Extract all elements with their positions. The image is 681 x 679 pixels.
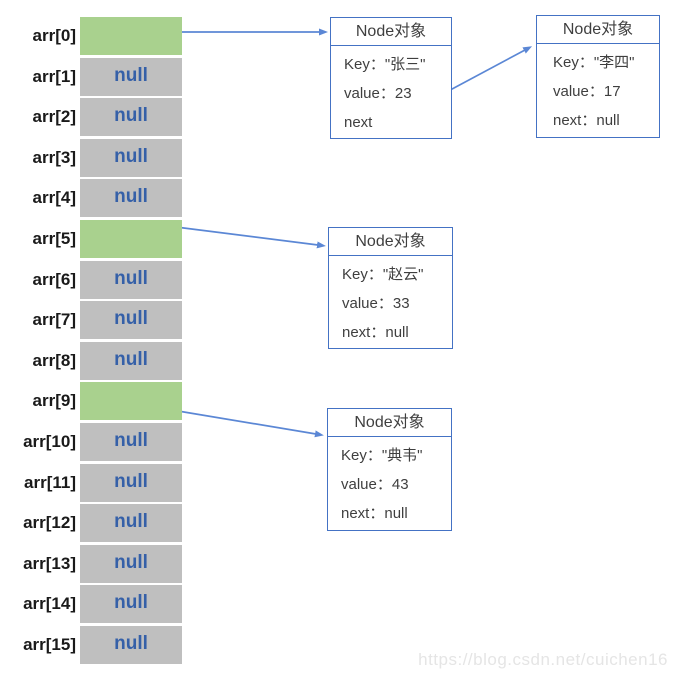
node-next: next：null xyxy=(341,505,408,522)
array-cell-null: null xyxy=(80,625,182,664)
array-row: arr[15]null xyxy=(0,625,200,664)
node-title: Node对象 xyxy=(537,16,659,44)
array-row: arr[5] xyxy=(0,219,200,258)
array-cell-occupied xyxy=(80,382,182,421)
array-row: arr[4]null xyxy=(0,179,200,218)
array-cell-null: null xyxy=(80,179,182,218)
node-key: Key："张三" xyxy=(344,56,426,73)
array-index-label: arr[13] xyxy=(23,553,76,573)
array-row: arr[7]null xyxy=(0,301,200,340)
node-body: Key："李四" value：17 next：null xyxy=(537,44,659,135)
array-index-label: arr[3] xyxy=(32,147,76,167)
node-body: Key："赵云" value：33 next：null xyxy=(329,256,452,347)
array-cell-null: null xyxy=(80,98,182,137)
array-row: arr[2]null xyxy=(0,98,200,137)
node-title: Node对象 xyxy=(329,228,452,256)
node-key: Key："李四" xyxy=(553,54,635,71)
array-row: arr[14]null xyxy=(0,585,200,624)
array-cell-null: null xyxy=(80,504,182,543)
array-cell-null: null xyxy=(80,260,182,299)
array-index-label: arr[11] xyxy=(24,472,76,492)
array-index-label: arr[2] xyxy=(32,107,76,127)
node-next: next xyxy=(344,114,373,131)
node-body: Key："张三" value：23 next xyxy=(331,46,451,137)
array-index-label: arr[4] xyxy=(32,188,76,208)
node-box-dianwei: Node对象 Key："典韦" value：43 next：null xyxy=(327,408,452,531)
node-box-zhangsan: Node对象 Key："张三" value：23 next xyxy=(330,17,452,139)
array-cell-null: null xyxy=(80,301,182,340)
node-box-zhaoyun: Node对象 Key："赵云" value：33 next：null xyxy=(328,227,453,349)
node-body: Key："典韦" value：43 next：null xyxy=(328,437,451,528)
array-index-label: arr[1] xyxy=(32,66,76,86)
node-value: value：33 xyxy=(342,295,410,312)
watermark: https://blog.csdn.net/cuichen16 xyxy=(418,650,668,669)
array-row: arr[13]null xyxy=(0,544,200,583)
array-index-label: arr[15] xyxy=(23,634,76,654)
array-row: arr[11]null xyxy=(0,463,200,502)
node-next: next：null xyxy=(553,112,620,129)
array-index-label: arr[5] xyxy=(32,228,76,248)
array-row: arr[3]null xyxy=(0,138,200,177)
node-key: Key："典韦" xyxy=(341,447,423,464)
array-index-label: arr[6] xyxy=(32,269,76,289)
array-cell-null: null xyxy=(80,341,182,380)
array-cell-null: null xyxy=(80,585,182,624)
array-row: arr[10]null xyxy=(0,422,200,461)
array-index-label: arr[0] xyxy=(32,26,76,45)
node-title: Node对象 xyxy=(328,409,451,437)
node-title: Node对象 xyxy=(331,18,451,46)
array-index-label: arr[12] xyxy=(23,513,76,533)
array-cell-null: null xyxy=(80,138,182,177)
array-cell-null: null xyxy=(80,463,182,502)
node-next: next：null xyxy=(342,324,409,341)
array-row: arr[12]null xyxy=(0,504,200,543)
array-index-label: arr[7] xyxy=(32,310,76,330)
array-row: arr[8]null xyxy=(0,341,200,380)
node-box-lisi: Node对象 Key："李四" value：17 next：null xyxy=(536,15,660,138)
array-cell-null: null xyxy=(80,422,182,461)
array-row: arr[6]null xyxy=(0,260,200,299)
array-row: arr[0] xyxy=(0,17,200,55)
node-key: Key："赵云" xyxy=(342,266,424,283)
node-value: value：17 xyxy=(553,83,621,100)
array-row: arr[9] xyxy=(0,382,200,421)
array-cell-occupied xyxy=(80,17,182,55)
array-cell-null: null xyxy=(80,57,182,96)
array-index-label: arr[14] xyxy=(23,594,76,614)
array-index-label: arr[8] xyxy=(32,350,76,370)
array-row: arr[1]null xyxy=(0,57,200,96)
array-cell-null: null xyxy=(80,544,182,583)
node-value: value：23 xyxy=(344,85,412,102)
array-cell-occupied xyxy=(80,219,182,258)
node-value: value：43 xyxy=(341,476,409,493)
array-index-label: arr[9] xyxy=(32,391,76,411)
array-index-label: arr[10] xyxy=(23,431,76,451)
